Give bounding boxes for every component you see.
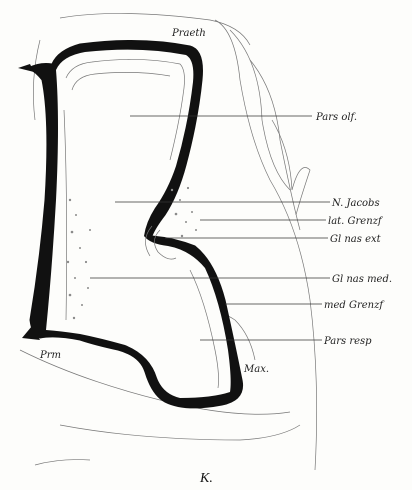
label-prm: Prm bbox=[39, 350, 61, 361]
label-max: Max. bbox=[243, 364, 269, 375]
label-lat-grenzf: lat. Grenzf bbox=[328, 216, 384, 227]
label-pars-resp: Pars resp bbox=[323, 336, 372, 347]
label-praeth: Praeth bbox=[171, 28, 206, 39]
label-med-grenzf: med Grenzf bbox=[324, 300, 385, 311]
figure-label: K. bbox=[199, 471, 213, 486]
label-n-jacobs: N. Jacobs bbox=[331, 198, 380, 209]
label-gl-nas-ext: Gl nas ext bbox=[330, 234, 382, 245]
label-pars-olf: Pars olf. bbox=[315, 112, 357, 123]
label-gl-nas-med: Gl nas med. bbox=[332, 274, 392, 285]
